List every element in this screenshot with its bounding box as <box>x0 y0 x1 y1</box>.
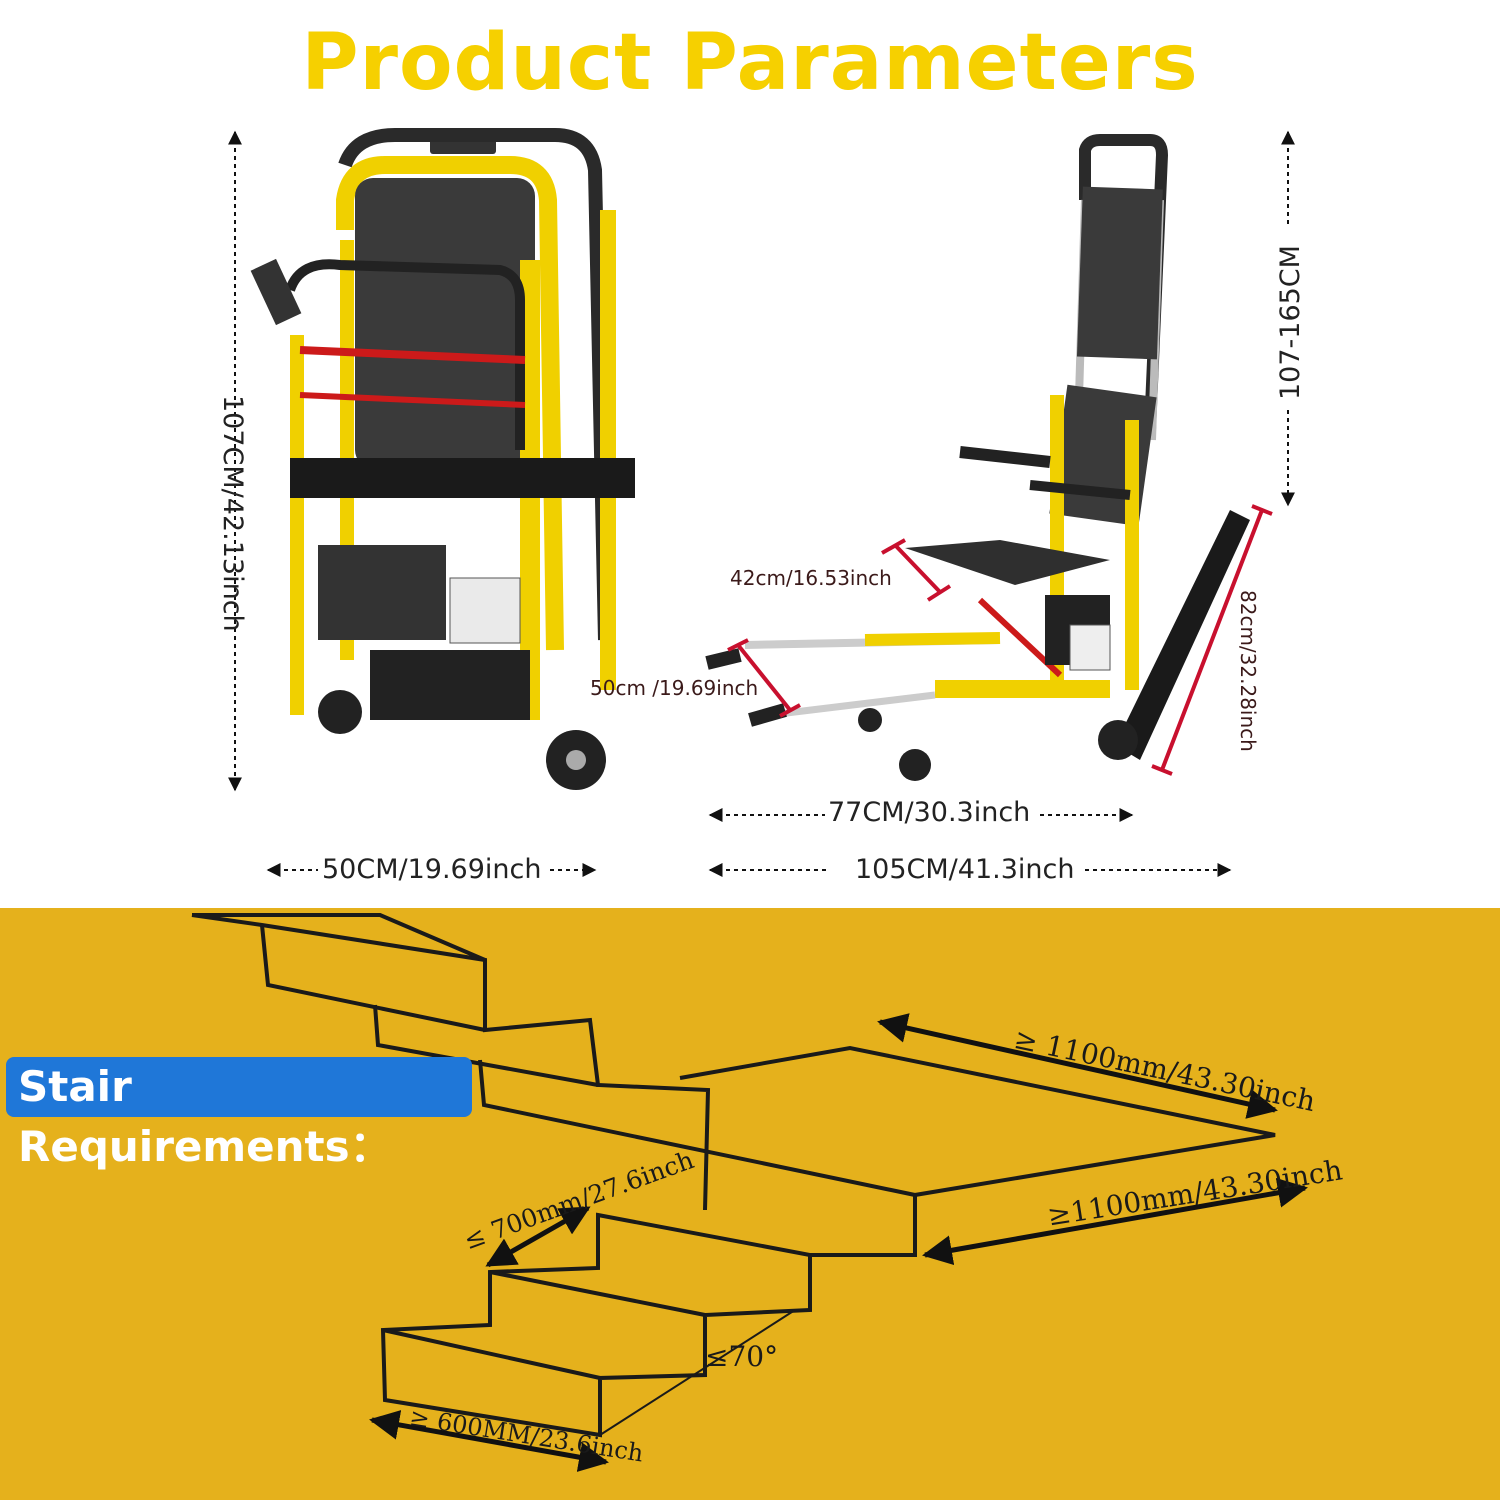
chair-diagram <box>228 128 1295 877</box>
folded-chair-wheel <box>318 690 362 734</box>
open-chair-image <box>705 134 1250 781</box>
open-chair-backrest <box>1076 186 1163 360</box>
folded-chair-battery <box>318 545 446 640</box>
open-chair-seat <box>905 540 1110 585</box>
folded-chair-back-frame <box>338 128 612 641</box>
upper-flight-steps <box>191 913 711 1211</box>
open-chair-wheel <box>899 749 931 781</box>
folded-chair-motor-box <box>449 577 521 644</box>
folded-chair-backrest <box>355 178 535 468</box>
tread-arrow <box>485 1205 591 1268</box>
folded-chair-yellow-frame <box>336 156 564 651</box>
folded-chair-armrest <box>285 259 525 450</box>
landing-length-arrow <box>877 1013 1278 1119</box>
open-chair-track <box>1115 510 1250 760</box>
step-width-arrow <box>369 1410 609 1472</box>
folded-chair-strap <box>290 458 635 498</box>
angle-label: ≤70° <box>705 1340 779 1373</box>
page-title: Product Parameters <box>301 18 1199 108</box>
open-chair-yellow-base <box>935 680 1110 698</box>
open-chair-wheel <box>1098 720 1138 760</box>
folded-chair-motor <box>370 650 530 720</box>
folded-width-label: 50CM/19.69inch <box>322 854 542 885</box>
front-handle-label: 50cm /19.69inch <box>590 676 759 700</box>
folded-chair-image <box>250 128 635 790</box>
open-chair-armrest <box>959 446 1051 468</box>
red-measure-markers <box>727 504 1273 776</box>
total-depth-label: 105CM/41.3inch <box>855 854 1075 885</box>
depth-label: 77CM/30.3inch <box>828 797 1031 828</box>
seat-width-label: 42cm/16.53inch <box>730 566 892 590</box>
landing <box>679 1045 1276 1257</box>
stair-requirements-badge: Stair Requirements： <box>6 1057 472 1171</box>
open-chair-push-handle <box>1079 134 1169 431</box>
landing-width-arrow <box>922 1177 1308 1266</box>
